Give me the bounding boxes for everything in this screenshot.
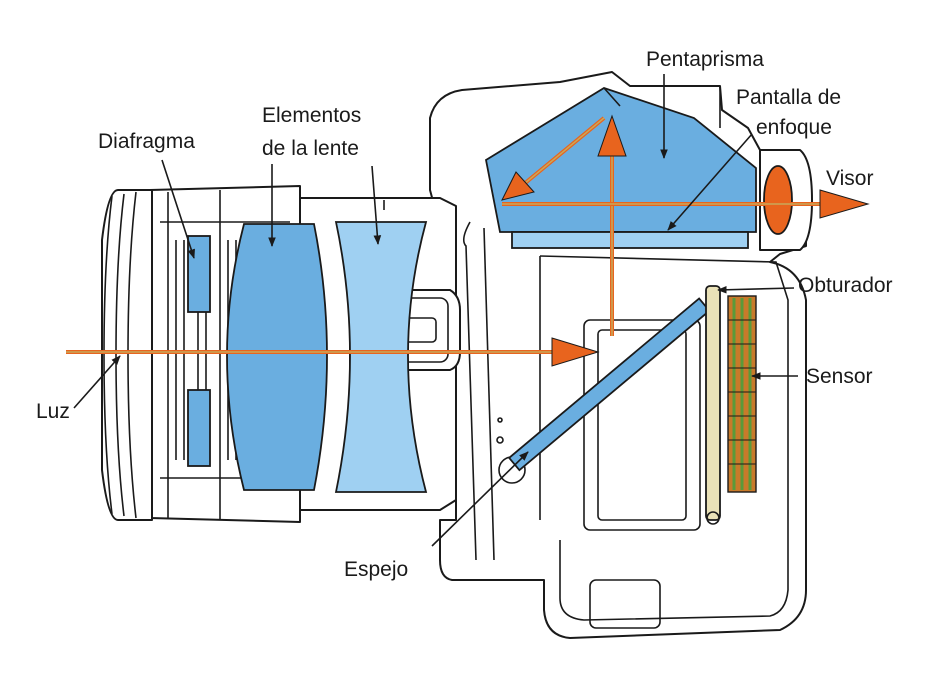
diaphragm-blade-bottom [187,389,211,467]
focusing-screen [511,231,749,249]
arrow-down-left [501,171,535,201]
label-diafragma: Diafragma [98,130,195,153]
shutter [705,285,721,521]
eyepiece-lens [763,165,793,235]
label-pentaprisma: Pentaprisma [646,48,764,71]
label-pantalla-line1: Pantalla de [736,86,841,109]
leader-lines [73,74,798,547]
label-luz: Luz [36,400,70,423]
arrow-into-camera [551,337,600,367]
arrow-to-viewfinder [819,189,870,219]
label-elementos-line1: Elementos [262,104,361,127]
convex-lens [226,223,328,491]
label-elementos-line2: de la lente [262,137,359,160]
arrow-up [597,114,627,157]
label-sensor: Sensor [806,365,873,388]
label-obturador: Obturador [798,274,893,297]
lens-elements [226,221,428,493]
mirror [507,297,711,472]
sensor [727,295,757,493]
light-path [66,114,870,367]
label-visor: Visor [826,167,873,190]
pentaprism [484,87,757,233]
labels: Pentaprisma Pantalla de enfoque Elemento… [36,48,893,581]
label-espejo: Espejo [344,558,408,581]
label-pantalla-line2: enfoque [756,116,832,139]
concave-lens [334,221,428,493]
diaphragm [187,235,211,467]
